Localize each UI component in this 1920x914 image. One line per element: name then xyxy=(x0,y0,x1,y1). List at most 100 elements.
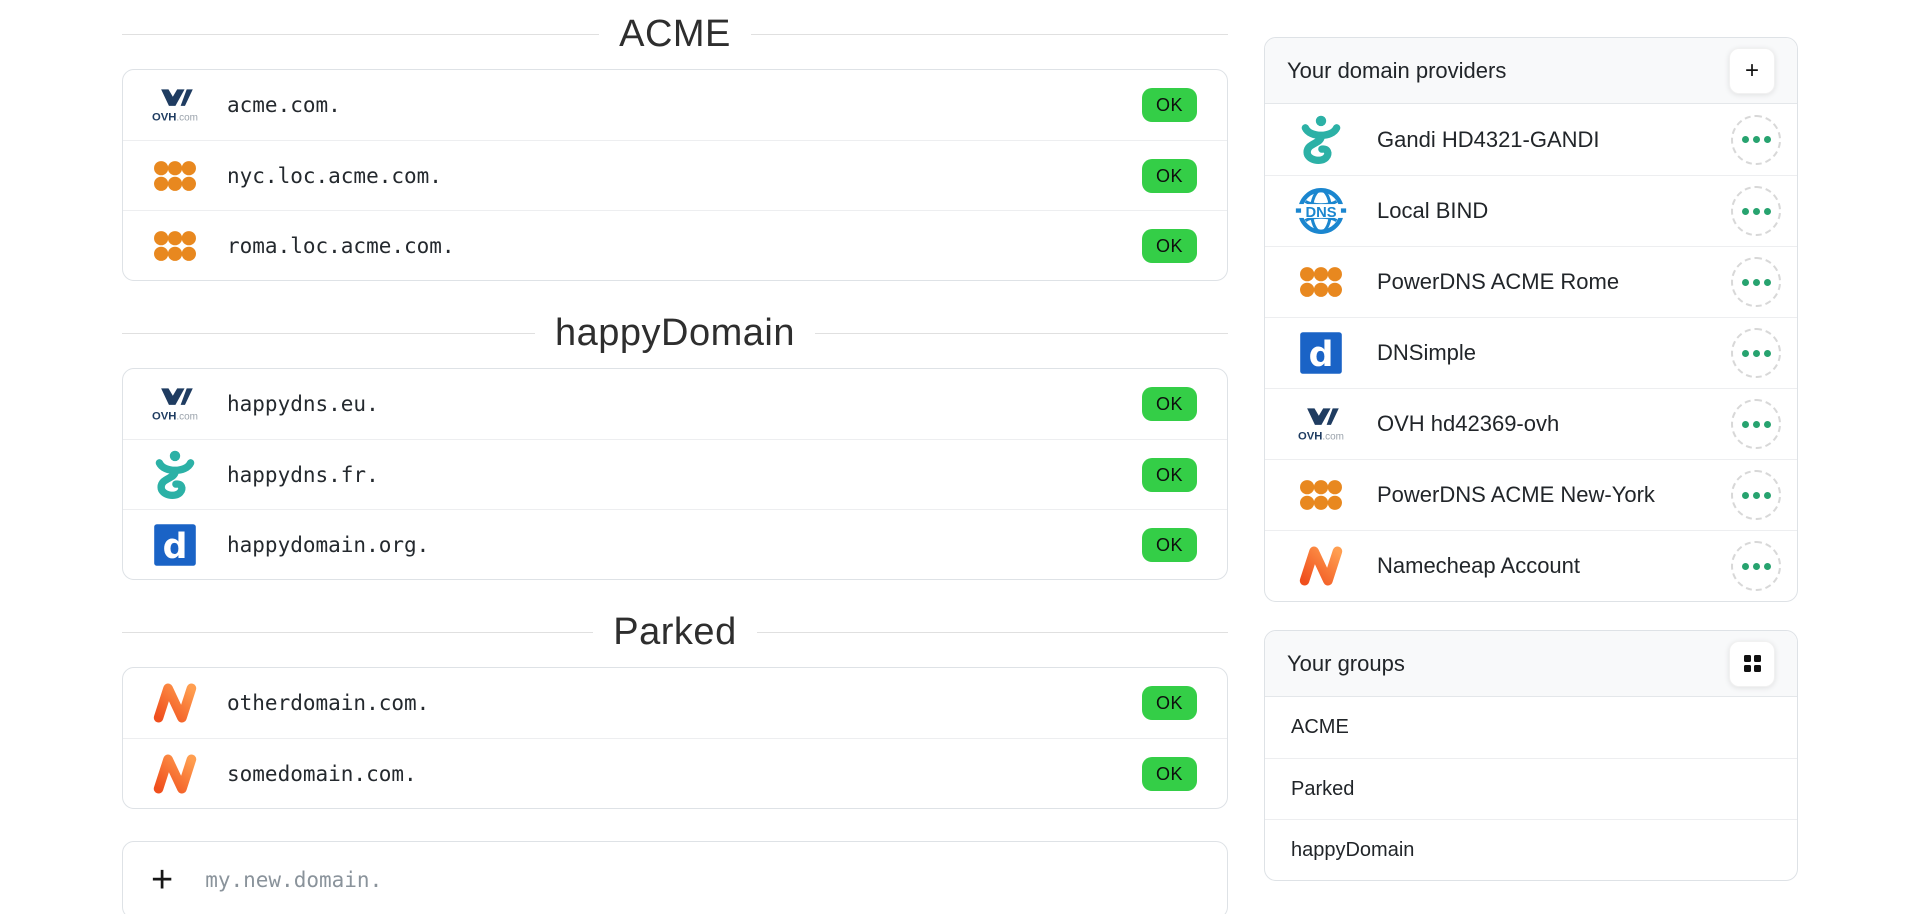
domain-name: otherdomain.com. xyxy=(227,691,430,715)
powerdns-logo-icon xyxy=(145,150,205,202)
bind-dns-logo-icon xyxy=(1291,185,1351,237)
group-section-header-parked: Parked xyxy=(122,606,1228,658)
ellipsis-icon xyxy=(1741,491,1771,499)
ellipsis-icon xyxy=(1741,278,1771,286)
grid-view-button[interactable] xyxy=(1729,640,1775,687)
status-badge: OK xyxy=(1141,686,1197,720)
status-badge: OK xyxy=(1141,88,1197,122)
divider-line xyxy=(122,33,600,35)
add-provider-button[interactable]: + xyxy=(1729,47,1775,94)
provider-menu-button[interactable] xyxy=(1731,399,1781,449)
dnsimple-logo-icon xyxy=(145,519,205,571)
namecheap-logo-icon xyxy=(145,748,205,800)
add-domain-card: + xyxy=(122,841,1228,914)
provider-row[interactable]: Gandi HD4321-GANDI xyxy=(1265,104,1797,175)
group-section-header-happydomain: happyDomain xyxy=(122,307,1229,359)
provider-name: Local BIND xyxy=(1377,198,1489,223)
ellipsis-icon xyxy=(1741,207,1771,215)
plus-icon: + xyxy=(151,859,174,901)
powerdns-logo-icon xyxy=(1291,469,1351,521)
ovh-logo-icon xyxy=(145,79,205,131)
domain-providers-panel: Your domain providers + Gandi HD4321-GAN… xyxy=(1264,37,1798,602)
domain-group-card-parked: otherdomain.com. OK somedomain.com. OK xyxy=(122,667,1228,809)
providers-panel-header: Your domain providers + xyxy=(1265,38,1797,104)
provider-menu-button[interactable] xyxy=(1731,470,1781,520)
dnsimple-logo-icon xyxy=(1291,327,1351,379)
provider-row[interactable]: Namecheap Account xyxy=(1265,530,1797,601)
powerdns-logo-icon xyxy=(145,220,205,272)
domain-group-card-acme: acme.com. OK nyc.loc.acme.com. OK roma.l… xyxy=(122,69,1228,281)
domain-name: happydns.fr. xyxy=(227,462,379,487)
ovh-logo-icon xyxy=(145,378,205,430)
provider-menu-button[interactable] xyxy=(1731,257,1781,307)
provider-name: OVH hd42369-ovh xyxy=(1377,411,1560,436)
namecheap-logo-icon xyxy=(1291,540,1351,592)
group-section-title: ACME xyxy=(619,12,731,55)
group-section-title: Parked xyxy=(613,610,737,653)
domain-name: somedomain.com. xyxy=(227,761,417,786)
provider-row[interactable]: PowerDNS ACME New-York xyxy=(1265,459,1797,530)
group-section-header-acme: ACME xyxy=(122,8,1229,60)
groups-panel-header: Your groups xyxy=(1265,631,1797,697)
sidebar-column: Your domain providers + Gandi HD4321-GAN… xyxy=(1264,37,1798,881)
new-domain-input[interactable] xyxy=(205,850,1199,910)
divider-line xyxy=(122,631,594,633)
ellipsis-icon xyxy=(1741,562,1771,570)
group-row[interactable]: ACME xyxy=(1265,697,1797,758)
provider-name: Gandi HD4321-GANDI xyxy=(1377,126,1600,152)
domain-name: happydomain.org. xyxy=(227,532,430,557)
domain-row[interactable]: roma.loc.acme.com. OK xyxy=(123,210,1227,280)
provider-name: Namecheap Account xyxy=(1377,553,1581,578)
provider-row[interactable]: DNSimple xyxy=(1265,317,1797,388)
group-name: happyDomain xyxy=(1291,838,1415,861)
gandi-logo-icon xyxy=(145,449,205,501)
provider-row[interactable]: PowerDNS ACME Rome xyxy=(1265,246,1797,317)
divider-line xyxy=(815,332,1229,334)
domain-row[interactable]: happydns.fr. OK xyxy=(123,439,1227,509)
ovh-logo-icon xyxy=(1291,398,1351,450)
domain-row[interactable]: nyc.loc.acme.com. OK xyxy=(123,140,1227,210)
status-badge: OK xyxy=(1141,158,1197,193)
plus-icon: + xyxy=(1744,56,1759,84)
ellipsis-icon xyxy=(1741,349,1771,357)
domain-name: acme.com. xyxy=(227,93,341,117)
namecheap-logo-icon xyxy=(145,677,205,729)
ellipsis-icon xyxy=(1741,420,1771,428)
provider-name: PowerDNS ACME New-York xyxy=(1377,482,1655,507)
divider-line xyxy=(756,631,1228,633)
domain-group-card-happydomain: happydns.eu. OK happydns.fr. OK happydom… xyxy=(122,368,1228,580)
domain-row[interactable]: happydomain.org. OK xyxy=(123,509,1227,579)
status-badge: OK xyxy=(1141,457,1197,492)
provider-menu-button[interactable] xyxy=(1731,186,1781,236)
provider-menu-button[interactable] xyxy=(1731,541,1781,591)
provider-menu-button[interactable] xyxy=(1731,328,1781,378)
groups-panel-title: Your groups xyxy=(1287,650,1405,676)
group-row[interactable]: Parked xyxy=(1265,758,1797,819)
domains-list-column: ACME acme.com. OK nyc.loc.acme.com. OK r… xyxy=(122,8,1229,914)
status-badge: OK xyxy=(1141,387,1197,421)
group-name: Parked xyxy=(1291,777,1355,800)
divider-line xyxy=(750,33,1229,35)
status-badge: OK xyxy=(1141,527,1197,562)
provider-row[interactable]: OVH hd42369-ovh xyxy=(1265,388,1797,459)
group-section-title: happyDomain xyxy=(555,311,795,354)
domain-row[interactable]: acme.com. OK xyxy=(123,70,1227,140)
groups-panel: Your groups ACME Parked happyDomain xyxy=(1264,630,1798,881)
group-name: ACME xyxy=(1291,716,1349,738)
status-badge: OK xyxy=(1141,228,1197,263)
gandi-logo-icon xyxy=(1291,114,1351,166)
domain-name: nyc.loc.acme.com. xyxy=(227,163,442,188)
domain-row[interactable]: somedomain.com. OK xyxy=(123,738,1227,808)
provider-row[interactable]: Local BIND xyxy=(1265,175,1797,246)
provider-menu-button[interactable] xyxy=(1731,114,1781,165)
domain-row[interactable]: otherdomain.com. OK xyxy=(123,668,1227,738)
group-row[interactable]: happyDomain xyxy=(1265,819,1797,880)
grid-icon xyxy=(1743,655,1761,672)
divider-line xyxy=(122,332,536,334)
status-badge: OK xyxy=(1141,756,1197,791)
provider-name: DNSimple xyxy=(1377,340,1477,365)
providers-panel-title: Your domain providers xyxy=(1287,57,1507,83)
powerdns-logo-icon xyxy=(1291,256,1351,308)
domain-row[interactable]: happydns.eu. OK xyxy=(123,369,1227,439)
